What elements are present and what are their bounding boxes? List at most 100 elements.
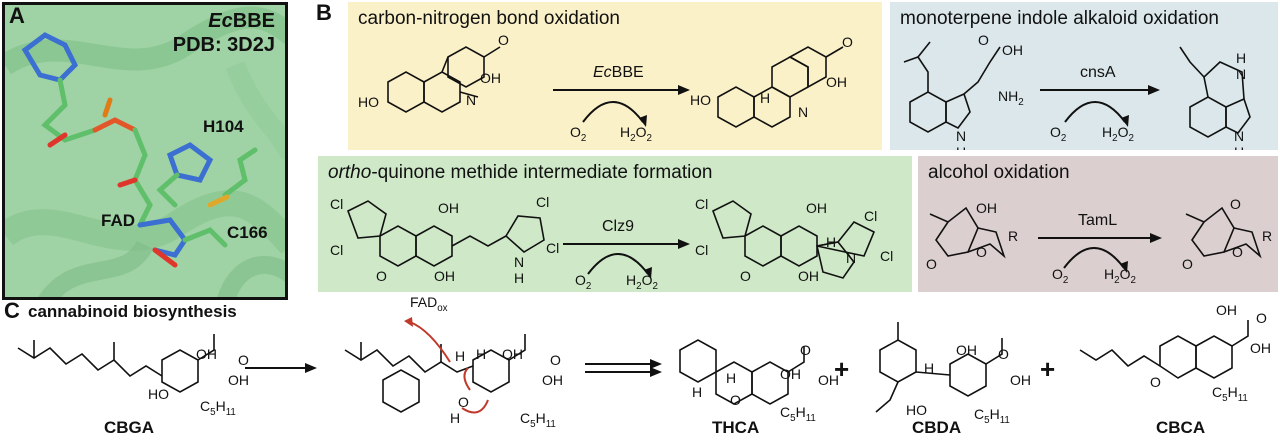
plus-sign-2: + xyxy=(1040,354,1056,384)
c-o-2: O xyxy=(550,352,561,368)
enzyme-ecbbe-italic: Ec xyxy=(593,64,612,81)
c-oh-1: OH xyxy=(196,346,217,362)
o-label-1: O xyxy=(498,32,509,48)
oqm-rest: -quinone methide intermediate formation xyxy=(371,162,713,183)
cl-label-1: Cl xyxy=(330,196,344,212)
h2o2-out-1: H2O2 xyxy=(620,124,652,144)
o2-in-4: O2 xyxy=(1052,266,1069,286)
cl-label-6: Cl xyxy=(695,242,709,258)
oh-label-1: OH xyxy=(480,70,501,86)
c-pentyl-5-c: C xyxy=(1212,384,1223,400)
label-h104: H104 xyxy=(203,117,244,136)
c-ho-1: HO xyxy=(148,386,169,402)
c-h-2b: H xyxy=(476,346,487,362)
taml-reaction-scheme xyxy=(929,206,1262,273)
c-pentyl-4: C5H11 xyxy=(974,406,1010,426)
h2o2-2-h: H xyxy=(1102,124,1113,140)
nh-4-n: N xyxy=(1236,66,1247,82)
o-label-7: O xyxy=(740,268,751,284)
nh2-3-text: NH xyxy=(998,88,1019,104)
r-label-2: R xyxy=(1262,228,1273,244)
c-o-1: O xyxy=(238,352,249,368)
o-label-12: O xyxy=(1182,256,1193,272)
c-h-3: H xyxy=(726,370,737,386)
o2-in-1: O2 xyxy=(570,124,587,144)
h2o2-4-h: H xyxy=(1104,266,1115,282)
cl-label-8: Cl xyxy=(880,248,894,264)
c-pentyl-1-c: C xyxy=(200,398,211,414)
o-label-3: O xyxy=(978,32,989,48)
clz9-reaction-scheme xyxy=(347,200,876,279)
panel-a-structure: A EcBBE PDB: 3D2J H104 FAD C166 xyxy=(2,2,288,300)
c-oh-2: OH xyxy=(502,346,523,362)
ec-italic: Ec xyxy=(208,10,233,32)
c-pentyl-1: C5H11 xyxy=(200,398,236,418)
c-h-2: H xyxy=(455,348,466,364)
oh-label-6: OH xyxy=(434,268,455,284)
c-pentyl-4-c: C xyxy=(974,406,985,422)
cl-label-7: Cl xyxy=(864,208,878,224)
box-cn-title: carbon-nitrogen bond oxidation xyxy=(358,8,620,29)
c-pentyl-2-c: C xyxy=(520,410,531,426)
cl-label-3: Cl xyxy=(536,194,550,210)
c-h-4: H xyxy=(924,360,935,376)
n-label-2: N xyxy=(798,104,809,120)
c-pentyl-1-h: H xyxy=(215,398,226,414)
c-o-3: O xyxy=(730,392,741,408)
c-o-3b: O xyxy=(800,342,811,358)
h2o2-out-3: H2O2 xyxy=(626,272,658,292)
o-label-5: O xyxy=(376,268,387,284)
cnsa-reaction-scheme xyxy=(903,41,1251,138)
nh-6-h: H xyxy=(514,270,525,286)
c-o-5: O xyxy=(1256,310,1267,326)
nh-4-h: H xyxy=(1236,50,1247,66)
h2o2-2-o: O xyxy=(1117,124,1129,140)
pdb-id: PDB: 3D2J xyxy=(172,34,275,56)
h-label-2: H xyxy=(760,90,771,106)
h2o2-3-o: O xyxy=(641,272,653,288)
cannabinoid-scheme xyxy=(17,317,1249,414)
oh-label-7: OH xyxy=(806,200,827,216)
panel-c-title: cannabinoid biosynthesis xyxy=(28,302,237,321)
c-pentyl-5-h: H xyxy=(1227,384,1238,400)
o2-in-3-text: O xyxy=(575,272,586,288)
c-pentyl-3: C5H11 xyxy=(780,404,816,424)
c-oh-4: OH xyxy=(956,342,977,358)
c-h-3b: H xyxy=(692,384,703,400)
oh-label-3: OH xyxy=(1002,42,1023,58)
o2-in-2: O2 xyxy=(1050,124,1067,144)
cl-label-2: Cl xyxy=(330,242,344,258)
panel-a-letter: A xyxy=(9,3,25,28)
compound-cbca: CBCA xyxy=(1156,418,1206,437)
panel-b-letter: B xyxy=(316,0,332,25)
c-oh-5b: OH xyxy=(1250,340,1271,356)
box-alcohol-oxidation: alcohol oxidation OH O O R TamL O2 H2O2 … xyxy=(918,156,1278,292)
c-oh-3b: OH xyxy=(818,372,839,388)
c-pentyl-3-h: H xyxy=(795,404,806,420)
label-c166: C166 xyxy=(227,223,268,242)
c-h-2c: H xyxy=(450,410,461,426)
label-fad: FAD xyxy=(101,211,135,230)
ortho-italic: ortho xyxy=(328,162,372,183)
fad-text: FAD xyxy=(410,294,438,310)
bbe-reaction-scheme xyxy=(387,46,844,128)
fad-sub: ox xyxy=(437,302,448,314)
ho-label-1: HO xyxy=(358,94,379,110)
o-label-13: O xyxy=(1232,244,1243,260)
panel-a-title: EcBBE PDB: 3D2J xyxy=(173,9,275,57)
oh-label-2: OH xyxy=(826,74,847,90)
indole-nh-label-3: NH xyxy=(956,128,966,150)
protein-structure-render xyxy=(5,6,285,297)
oh-label-8: OH xyxy=(798,268,819,284)
c-oh-3: OH xyxy=(780,366,801,382)
cl-label-5: Cl xyxy=(695,196,709,212)
h2o2-1-o: O xyxy=(635,124,647,140)
c-ho-4: HO xyxy=(906,402,927,418)
compound-cbga: CBGA xyxy=(104,418,155,437)
o-label-10: O xyxy=(976,244,987,260)
panel-c-letter: C xyxy=(4,298,20,323)
c-oh-2b: OH xyxy=(542,372,563,388)
nh2-label-3: NH2 xyxy=(998,88,1024,108)
